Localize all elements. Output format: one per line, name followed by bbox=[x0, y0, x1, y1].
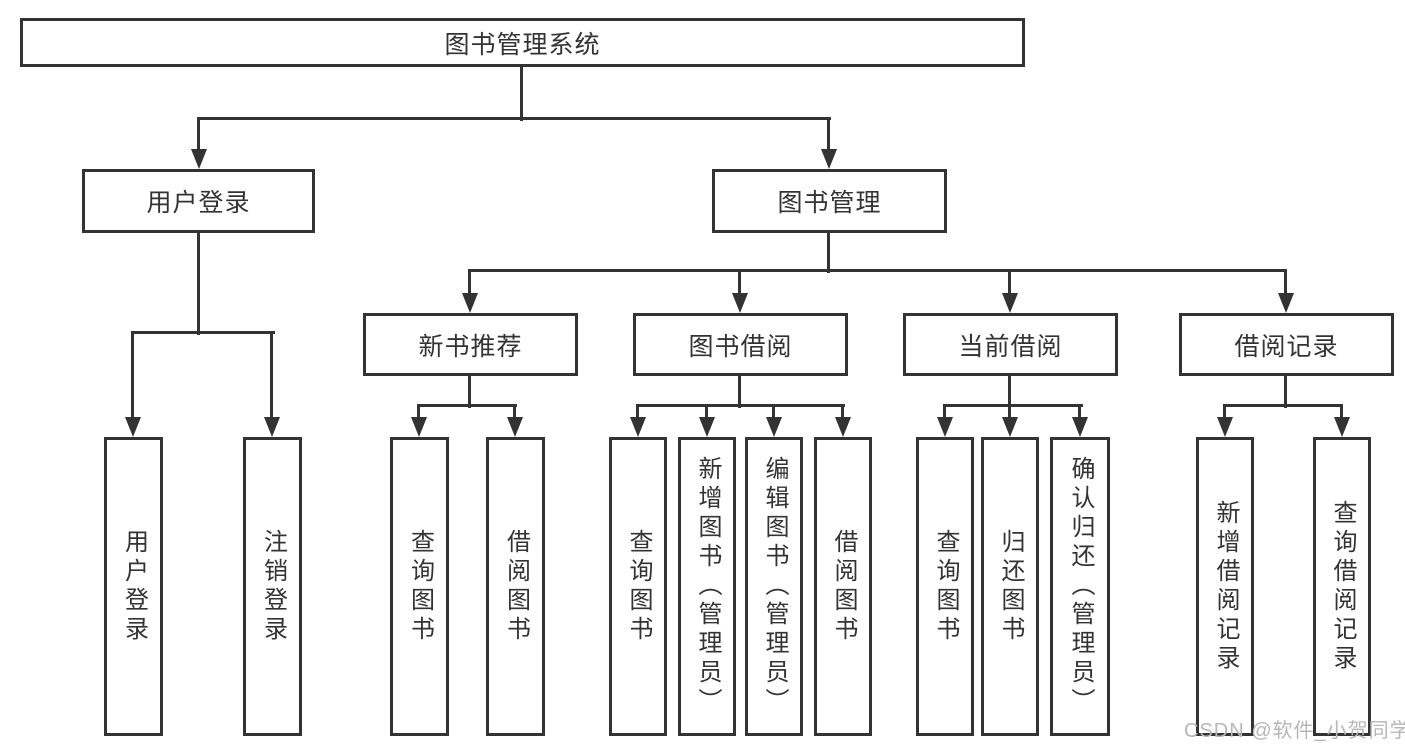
node-book-borrow: 图书借阅 bbox=[633, 313, 848, 376]
connector-line bbox=[1008, 376, 1011, 408]
arrowhead-icon bbox=[732, 293, 748, 313]
connector-line bbox=[943, 406, 946, 420]
connector-line bbox=[772, 406, 775, 420]
connector-line bbox=[1008, 406, 1011, 420]
leaf-return-books: 归还图书 bbox=[981, 437, 1039, 736]
connector-line bbox=[513, 406, 516, 420]
connector-line bbox=[197, 119, 200, 152]
connector-line bbox=[1223, 406, 1226, 420]
connector-line bbox=[131, 333, 134, 420]
arrowhead-icon bbox=[462, 293, 478, 313]
connector-line bbox=[197, 233, 200, 335]
arrowhead-icon bbox=[1217, 417, 1233, 437]
leaf-query-books-recommend: 查询图书 bbox=[390, 437, 449, 736]
arrowhead-icon bbox=[1002, 293, 1018, 313]
connector-line bbox=[417, 406, 420, 420]
arrowhead-icon bbox=[766, 417, 782, 437]
arrowhead-icon bbox=[1334, 417, 1350, 437]
arrowhead-icon bbox=[699, 417, 715, 437]
leaf-label: 新增借阅记录 bbox=[1212, 499, 1239, 674]
connector-line bbox=[636, 406, 639, 420]
connector-line bbox=[1284, 376, 1287, 408]
connector-line bbox=[705, 406, 708, 420]
node-book-management: 图书管理 bbox=[712, 169, 947, 233]
node-root-system: 图书管理系统 bbox=[20, 18, 1025, 67]
arrowhead-icon bbox=[191, 149, 207, 169]
leaf-label: 注销登录 bbox=[259, 528, 287, 645]
arrowhead-icon bbox=[411, 417, 427, 437]
leaf-label: 查询图书 bbox=[625, 528, 652, 645]
leaf-label: 查询图书 bbox=[932, 528, 959, 645]
leaf-label: 查询图书 bbox=[406, 528, 434, 645]
connector-line bbox=[1008, 271, 1011, 296]
leaf-query-borrow-record: 查询借阅记录 bbox=[1313, 437, 1371, 736]
arrowhead-icon bbox=[1278, 293, 1294, 313]
leaf-query-books-borrow: 查询图书 bbox=[609, 437, 667, 736]
node-user-login: 用户登录 bbox=[82, 169, 315, 233]
arrowhead-icon bbox=[1072, 417, 1088, 437]
connector-line bbox=[1340, 406, 1343, 420]
connector-line bbox=[417, 404, 517, 407]
node-new-book-recommend: 新书推荐 bbox=[363, 313, 578, 376]
connector-line bbox=[1223, 404, 1343, 407]
arrowhead-icon bbox=[507, 417, 523, 437]
leaf-label: 借阅图书 bbox=[830, 528, 857, 645]
connector-line bbox=[943, 404, 1083, 407]
connector-line bbox=[827, 233, 830, 273]
leaf-borrow-books: 借阅图书 bbox=[814, 437, 872, 736]
watermark-text: CSDN @软件_小贺同学 bbox=[1184, 720, 1405, 742]
arrowhead-icon bbox=[630, 417, 646, 437]
leaf-confirm-return-admin: 确认归还（管理员） bbox=[1050, 437, 1110, 736]
connector-line bbox=[468, 271, 471, 296]
arrowhead-icon bbox=[264, 417, 280, 437]
arrowhead-icon bbox=[125, 417, 141, 437]
leaf-logout: 注销登录 bbox=[243, 437, 302, 736]
leaf-label: 确认归还（管理员） bbox=[1067, 456, 1094, 717]
connector-line bbox=[468, 269, 1287, 272]
leaf-query-books-current: 查询图书 bbox=[916, 437, 974, 736]
connector-line bbox=[1284, 271, 1287, 296]
arrowhead-icon bbox=[835, 417, 851, 437]
leaf-add-books-admin: 新增图书（管理员） bbox=[678, 437, 736, 736]
leaf-label: 查询借阅记录 bbox=[1329, 499, 1356, 674]
node-current-borrow: 当前借阅 bbox=[903, 313, 1118, 376]
leaf-label: 新增图书（管理员） bbox=[694, 456, 721, 717]
connector-line bbox=[270, 333, 273, 420]
connector-line bbox=[468, 376, 471, 408]
node-borrow-records: 借阅记录 bbox=[1179, 313, 1394, 376]
leaf-borrow-books-recommend: 借阅图书 bbox=[486, 437, 545, 736]
connector-line bbox=[1078, 406, 1081, 420]
leaf-add-borrow-record: 新增借阅记录 bbox=[1196, 437, 1254, 736]
connector-line bbox=[520, 67, 523, 121]
connector-line bbox=[841, 406, 844, 420]
leaf-label: 借阅图书 bbox=[502, 528, 530, 645]
leaf-edit-books-admin: 编辑图书（管理员） bbox=[745, 437, 803, 736]
leaf-user-login: 用户登录 bbox=[104, 437, 163, 736]
connector-line bbox=[738, 271, 741, 296]
connector-line bbox=[827, 119, 830, 152]
connector-line bbox=[636, 404, 845, 407]
arrowhead-icon bbox=[1002, 417, 1018, 437]
arrowhead-icon bbox=[821, 149, 837, 169]
connector-line bbox=[738, 376, 741, 408]
leaf-label: 归还图书 bbox=[997, 528, 1024, 645]
arrowhead-icon bbox=[937, 417, 953, 437]
connector-line bbox=[197, 117, 831, 120]
leaf-label: 编辑图书（管理员） bbox=[761, 456, 788, 717]
leaf-label: 用户登录 bbox=[120, 528, 148, 645]
connector-line bbox=[131, 331, 275, 334]
